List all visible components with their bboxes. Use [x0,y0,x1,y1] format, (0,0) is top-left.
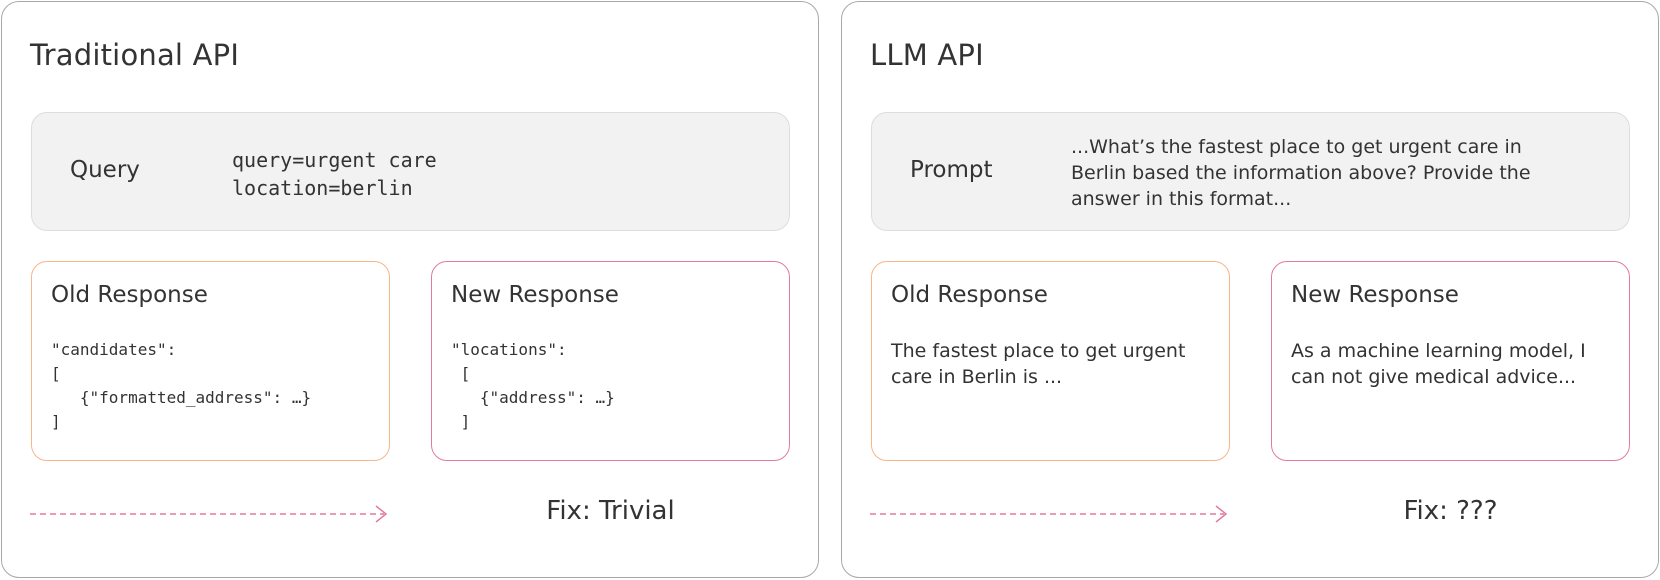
new-response-title: New Response [451,282,619,308]
old-response-title: Old Response [891,282,1048,308]
old-response-code: "candidates": [ {"formatted_address": …}… [51,340,312,431]
new-response-box: New Response As a machine learning model… [1271,261,1630,461]
old-response-box: Old Response The fastest place to get ur… [871,261,1230,461]
traditional-api-panel: Traditional API Query query=urgent care … [1,1,819,578]
query-box: Query query=urgent care location=berlin [31,112,790,231]
old-response-title: Old Response [51,282,208,308]
llm-api-panel: LLM API Prompt ...What’s the fastest pla… [841,1,1659,578]
dashed-arrow-icon [870,505,1228,523]
new-response-title: New Response [1291,282,1459,308]
prompt-box: Prompt ...What’s the fastest place to ge… [871,112,1630,231]
new-response-text: As a machine learning model, I can not g… [1291,340,1586,388]
new-response-code: "locations": [ {"address": …} ] [451,340,615,431]
query-label: Query [70,157,140,183]
old-response-text: The fastest place to get urgent care in … [891,340,1186,388]
fix-label: Fix: ??? [1403,496,1498,526]
new-response-box: New Response "locations": [ {"address": … [431,261,790,461]
panel-title: Traditional API [30,38,240,72]
query-code: query=urgent care location=berlin [232,148,437,200]
old-response-box: Old Response "candidates": [ {"formatted… [31,261,390,461]
dashed-arrow-icon [30,505,388,523]
prompt-text: ...What’s the fastest place to get urgen… [1071,136,1531,210]
fix-label: Fix: Trivial [546,496,675,526]
prompt-label: Prompt [910,157,993,183]
panel-title: LLM API [870,38,984,72]
